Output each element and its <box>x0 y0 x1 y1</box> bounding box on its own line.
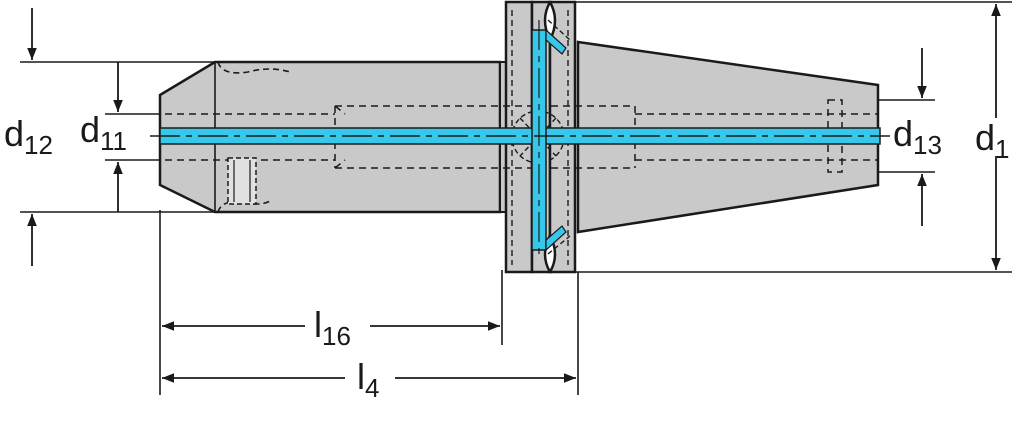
label-d11: d11 <box>80 109 127 156</box>
dimension-arrows <box>27 4 1001 383</box>
label-l4: l4 <box>357 356 379 403</box>
extension-lines <box>20 1 1012 395</box>
bore-chamfer-2 <box>334 159 346 169</box>
label-d13: d13 <box>893 113 942 160</box>
label-d1: d1 <box>975 117 1010 164</box>
label-l16: l16 <box>314 304 351 351</box>
bore-chamfer-1 <box>334 105 346 115</box>
coolant-outlet-top <box>545 28 567 55</box>
radial-screw-hole <box>227 157 257 205</box>
label-d12: d12 <box>4 113 53 160</box>
shank-groove-top <box>217 61 291 74</box>
coolant-outlet-bottom <box>545 225 567 252</box>
dimension-labels: d12 d11 d13 d1 l16 l4 <box>4 109 1010 403</box>
